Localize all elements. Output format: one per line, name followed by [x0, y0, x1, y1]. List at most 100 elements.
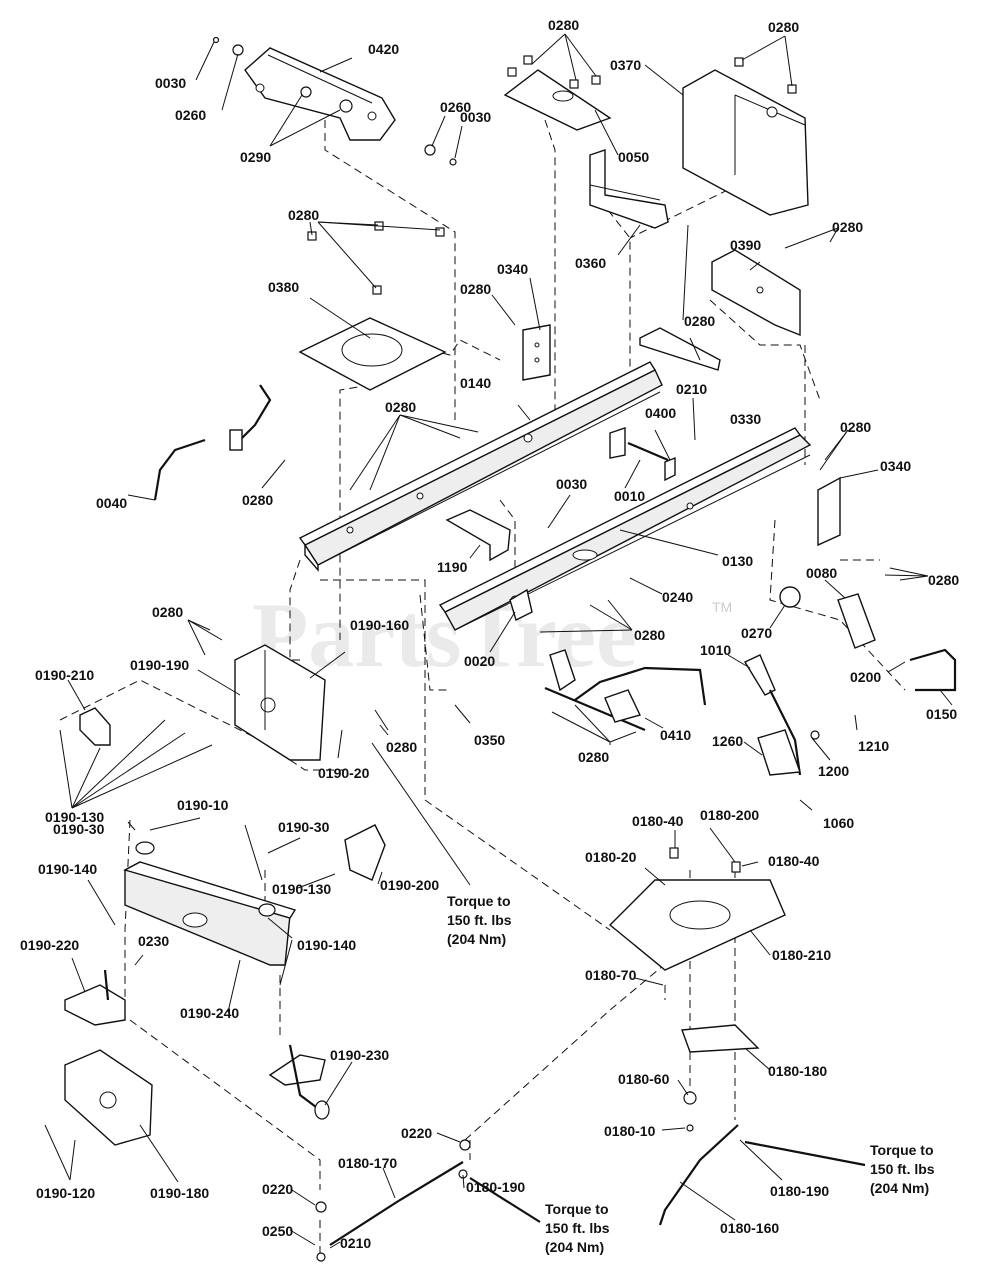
- callout-0280: 0280: [385, 399, 416, 415]
- parts-art: [64, 36, 957, 1262]
- callout-1190: 1190: [437, 559, 468, 575]
- callout-0180-20: 0180-20: [585, 849, 637, 865]
- callout-0280: 0280: [242, 492, 273, 508]
- svg-text:150 ft. lbs: 150 ft. lbs: [447, 912, 512, 928]
- callout-0230: 0230: [138, 933, 169, 949]
- callout-0010: 0010: [614, 488, 645, 504]
- callout-labels: 0030 0260 0420 0290 0260 0030 0280 0050 …: [20, 17, 959, 1251]
- torque-note-1: Torque to 150 ft. lbs (204 Nm): [447, 893, 512, 947]
- callout-0190-140: 0190-140: [38, 861, 97, 877]
- callout-0380: 0380: [268, 279, 299, 295]
- callout-0370: 0370: [610, 57, 641, 73]
- callout-0050: 0050: [618, 149, 649, 165]
- callout-0280: 0280: [634, 627, 665, 643]
- callout-0190-30: 0190-30: [278, 819, 330, 835]
- callout-0210: 0210: [340, 1235, 371, 1251]
- callout-0130: 0130: [722, 553, 753, 569]
- callout-0190-210: 0190-210: [35, 667, 94, 683]
- callout-0140: 0140: [460, 375, 491, 391]
- callout-0030: 0030: [556, 476, 587, 492]
- callout-0180-10: 0180-10: [604, 1123, 656, 1139]
- callout-1260: 1260: [712, 733, 743, 749]
- watermark-tm: TM: [712, 599, 732, 615]
- callout-0040: 0040: [96, 495, 127, 511]
- callout-0210: 0210: [676, 381, 707, 397]
- callout-0400: 0400: [645, 405, 676, 421]
- callout-0280: 0280: [840, 419, 871, 435]
- torque-note-3: Torque to 150 ft. lbs (204 Nm): [870, 1142, 935, 1196]
- callout-0220: 0220: [262, 1181, 293, 1197]
- callout-0030: 0030: [155, 75, 186, 91]
- callout-0250: 0250: [262, 1223, 293, 1239]
- callout-0190-220: 0190-220: [20, 937, 79, 953]
- svg-text:Torque to: Torque to: [447, 893, 511, 909]
- callout-0190-140: 0190-140: [297, 937, 356, 953]
- svg-text:(204 Nm): (204 Nm): [870, 1180, 929, 1196]
- callout-0190-200: 0190-200: [380, 877, 439, 893]
- callout-0410: 0410: [660, 727, 691, 743]
- callout-0290: 0290: [240, 149, 271, 165]
- svg-text:(204 Nm): (204 Nm): [447, 931, 506, 947]
- callout-0020: 0020: [464, 653, 495, 669]
- callout-0190-130: 0190-130: [45, 809, 104, 825]
- callout-0180-190: 0180-190: [770, 1183, 829, 1199]
- callout-0420: 0420: [368, 41, 399, 57]
- callout-0180-170: 0180-170: [338, 1155, 397, 1171]
- callout-0190-180: 0190-180: [150, 1185, 209, 1201]
- callout-0280: 0280: [578, 749, 609, 765]
- callout-0330: 0330: [730, 411, 761, 427]
- callout-0280: 0280: [288, 207, 319, 223]
- callout-0280: 0280: [548, 17, 579, 33]
- callout-0260: 0260: [175, 107, 206, 123]
- callout-0180-190: 0180-190: [466, 1179, 525, 1195]
- callout-0180-40: 0180-40: [632, 813, 684, 829]
- watermark: PartsTree: [252, 584, 637, 686]
- callout-0280: 0280: [460, 281, 491, 297]
- callout-0190-120: 0190-120: [36, 1185, 95, 1201]
- callout-0190-240: 0190-240: [180, 1005, 239, 1021]
- callout-0220: 0220: [401, 1125, 432, 1141]
- callout-0180-160: 0180-160: [720, 1220, 779, 1236]
- svg-text:Torque to: Torque to: [545, 1201, 609, 1217]
- callout-0180-70: 0180-70: [585, 967, 637, 983]
- callout-0190-230: 0190-230: [330, 1047, 389, 1063]
- callout-1210: 1210: [858, 738, 889, 754]
- callout-0190-30: 0190-30: [53, 821, 105, 837]
- callout-0190-130: 0190-130: [272, 881, 331, 897]
- callout-0080: 0080: [806, 565, 837, 581]
- callout-0260: 0260: [440, 99, 471, 115]
- callout-0280: 0280: [928, 572, 959, 588]
- callout-0180-40: 0180-40: [768, 853, 820, 869]
- svg-text:Torque to: Torque to: [870, 1142, 934, 1158]
- svg-text:150 ft. lbs: 150 ft. lbs: [870, 1161, 935, 1177]
- callout-0360: 0360: [575, 255, 606, 271]
- callout-0240: 0240: [662, 589, 693, 605]
- callout-0180-180: 0180-180: [768, 1063, 827, 1079]
- callout-0280: 0280: [832, 219, 863, 235]
- callout-0280: 0280: [684, 313, 715, 329]
- callout-0280: 0280: [386, 739, 417, 755]
- callout-0280: 0280: [152, 604, 183, 620]
- callout-0030: 0030: [460, 109, 491, 125]
- callout-0270: 0270: [741, 625, 772, 641]
- callout-0350: 0350: [474, 732, 505, 748]
- callout-0340: 0340: [880, 458, 911, 474]
- leader-lines: [44, 33, 953, 1249]
- callout-0190-190: 0190-190: [130, 657, 189, 673]
- callout-1010: 1010: [700, 642, 731, 658]
- callout-0180-210: 0180-210: [772, 947, 831, 963]
- callout-0190-10: 0190-10: [177, 797, 229, 813]
- callout-0390: 0390: [730, 237, 761, 253]
- callout-0200: 0200: [850, 669, 881, 685]
- svg-text:150 ft. lbs: 150 ft. lbs: [545, 1220, 610, 1236]
- callout-0280: 0280: [768, 19, 799, 35]
- callout-1200: 1200: [818, 763, 849, 779]
- callout-0340: 0340: [497, 261, 528, 277]
- callout-0180-60: 0180-60: [618, 1071, 670, 1087]
- callout-0190-160: 0190-160: [350, 617, 409, 633]
- torque-note-2: Torque to 150 ft. lbs (204 Nm): [545, 1201, 610, 1255]
- svg-text:(204 Nm): (204 Nm): [545, 1239, 604, 1255]
- callout-1060: 1060: [823, 815, 854, 831]
- callout-0150: 0150: [926, 706, 957, 722]
